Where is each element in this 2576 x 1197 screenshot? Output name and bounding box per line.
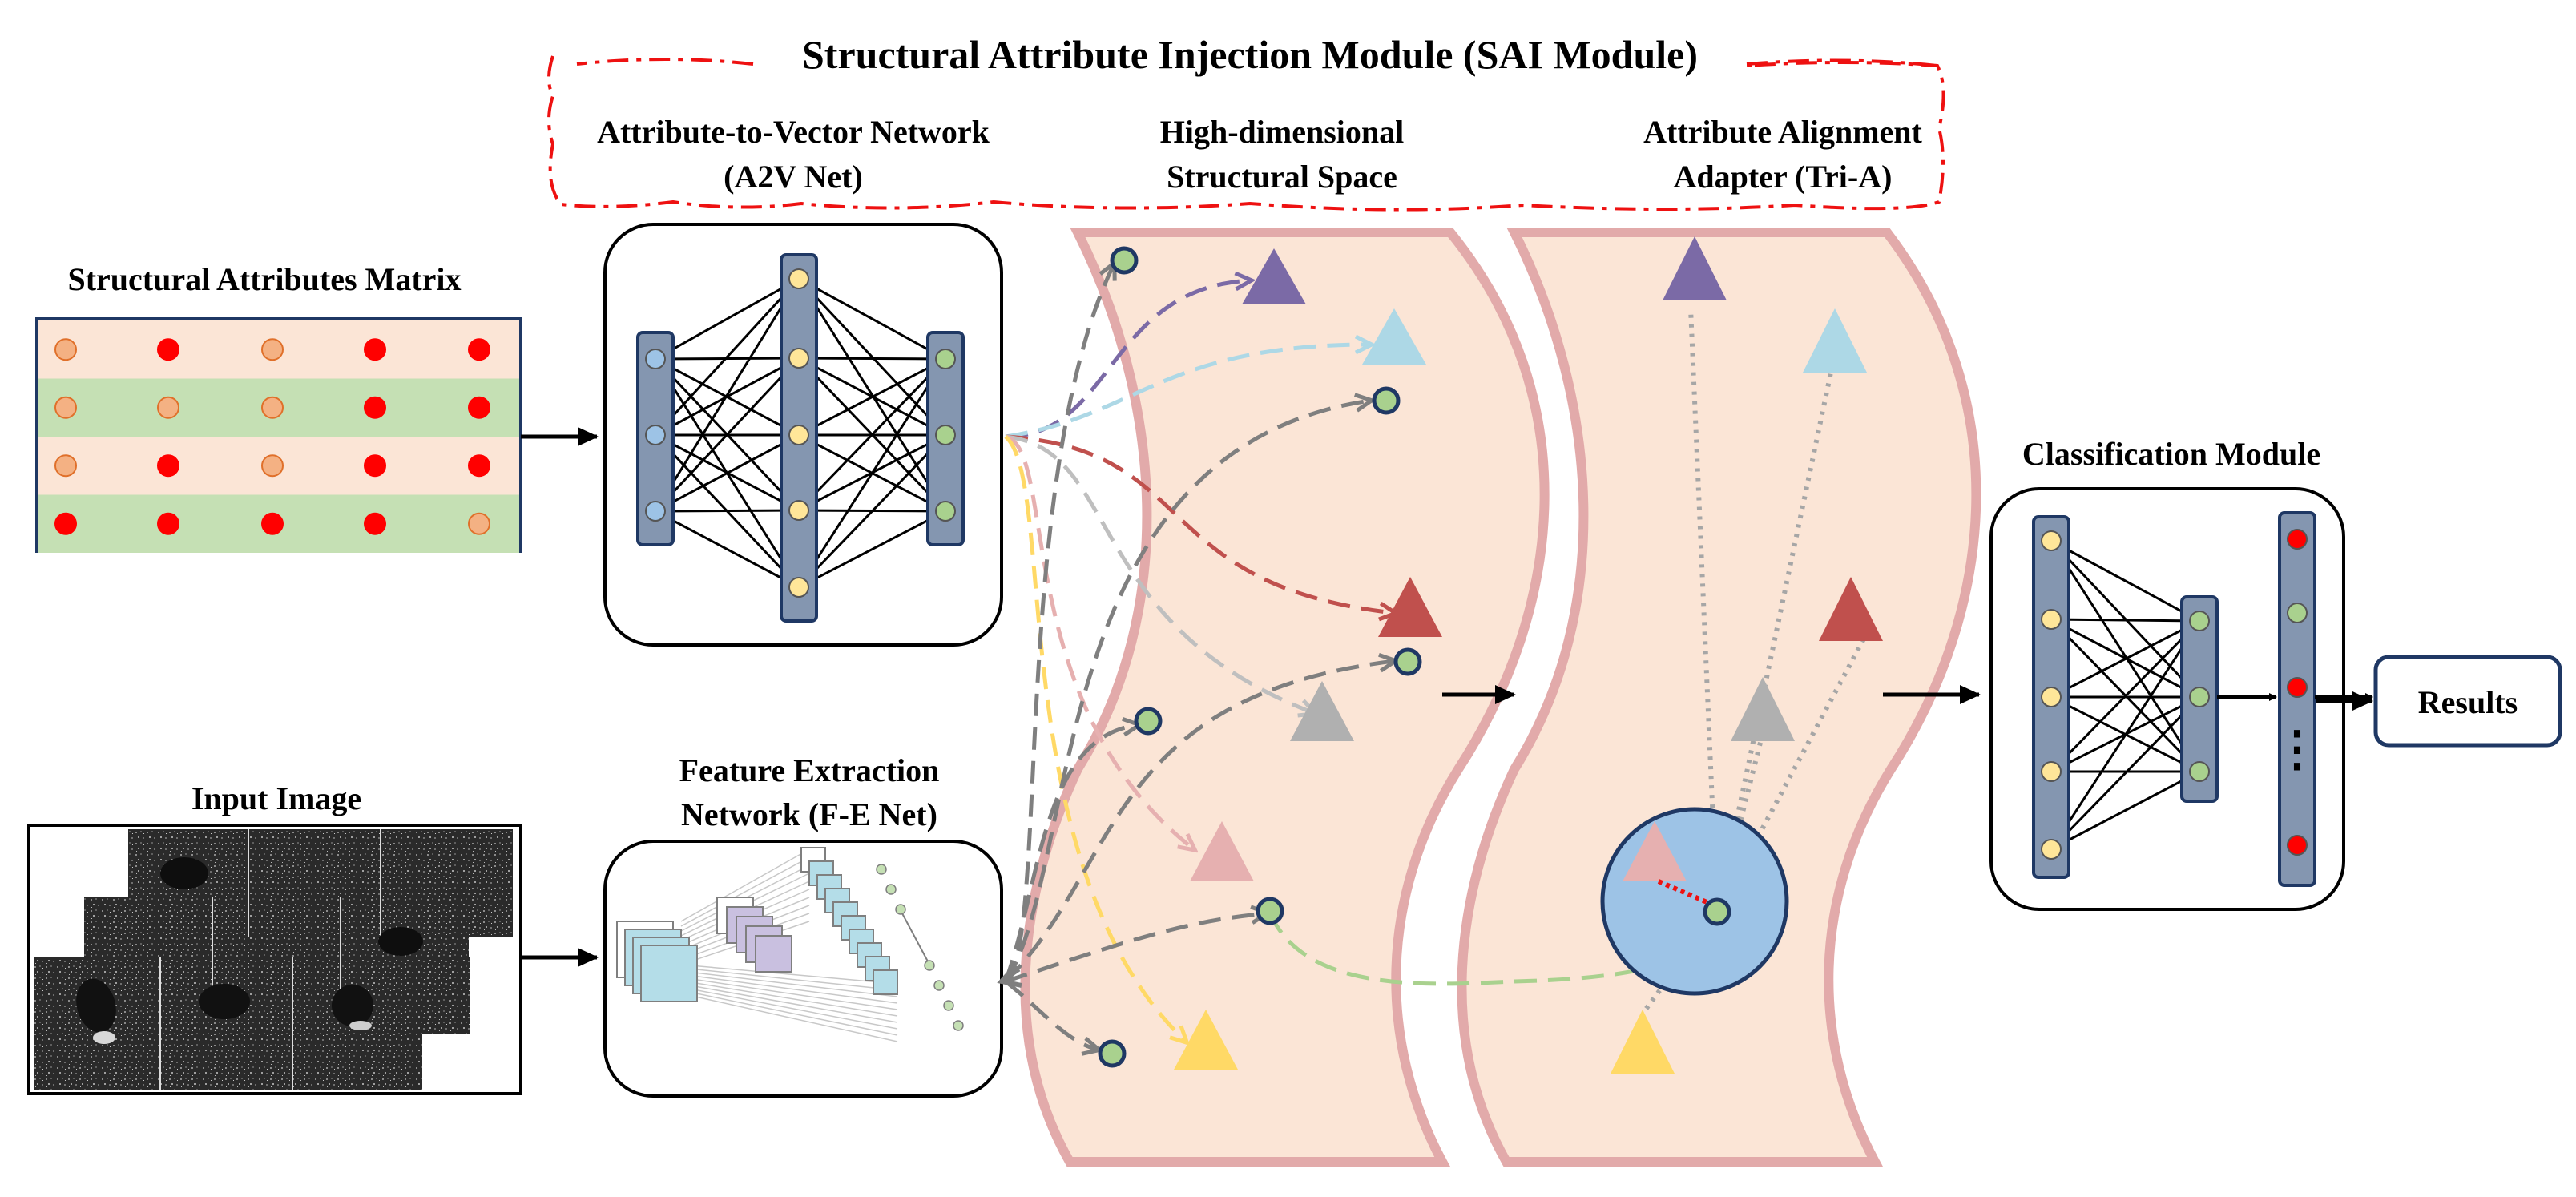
input-image-label: Input Image [191,780,361,816]
fe-title-line2: Network (F-E Net) [681,796,937,832]
fc-node [876,864,887,875]
attribute-mapping-arrows [1000,264,1720,1050]
tria-triangles [1611,236,1883,1074]
fc-node [885,884,897,895]
aligned-feature-node [1703,897,1731,926]
attribute-dot [468,512,490,535]
classification-network [2032,511,2373,887]
neuron [2041,530,2062,551]
tria-title-line1: Attribute Alignment [1643,114,1922,150]
attribute-dot [364,396,386,419]
attribute-dot [54,454,77,478]
results-box [2373,655,2562,748]
a2v-title-line1: Attribute-to-Vector Network [597,114,990,150]
tria-panel [1457,228,1981,1167]
a2v-neural-network [636,253,965,623]
tria-title-line2: Adapter (Tri-A) [1674,159,1893,195]
structural-attributes-matrix [35,317,522,553]
results-label: Results [2418,684,2518,720]
attribute-dot [468,338,490,361]
attribute-dot [54,338,77,361]
input-image-stack [27,824,522,1095]
feature-map [755,935,792,973]
neuron [2189,687,2210,707]
alignment-distance [1657,879,1712,906]
fe-title-line1: Feature Extraction [679,752,940,788]
output-layer-bar [2278,511,2316,887]
attribute-dot [364,454,386,478]
fc-node [943,1000,954,1011]
attribute-dot [157,396,179,419]
space-title-line2: Structural Space [1167,159,1397,195]
fe-arrow-head [997,963,1022,988]
output-neuron [2287,677,2308,698]
neuron [2041,761,2062,782]
neuron [2041,609,2062,630]
neuron [2041,839,2062,860]
neuron [2041,687,2062,707]
fc-node [953,1020,964,1031]
attribute-dot [54,396,77,419]
neuron [935,425,956,445]
output-neuron [2287,529,2308,550]
sai-module-outline [547,55,1945,212]
attribute-dot [261,338,284,361]
attribute-dot [364,512,386,535]
neuron [2189,761,2210,782]
space-feature-nodes [1098,246,1422,1068]
attribute-dot [468,396,490,419]
classification-label: Classification Module [2022,436,2320,472]
neuron [935,501,956,522]
attribute-dot [261,454,284,478]
attribute-dot [468,454,490,478]
feature-map [873,969,898,995]
attribute-dot [54,512,77,535]
fc-node [924,960,935,971]
output-neuron [2287,835,2308,856]
alignment-sphere [1600,807,1789,996]
structural-space-panel [1020,228,1550,1167]
output-ellipsis: ⋮ [2273,723,2321,776]
neuron [645,349,666,369]
sai-module-title: Structural Attribute Injection Module (S… [802,32,1698,77]
fc-node [895,904,906,915]
neuron [645,501,666,522]
neuron [788,500,809,521]
attribute-dot [157,338,179,361]
neuron [788,348,809,369]
attribute-dot [261,396,284,419]
neuron [2189,611,2210,631]
attribute-dot [157,454,179,478]
space-triangles [1174,248,1442,1070]
space-title-line1: High-dimensional [1160,114,1405,150]
attribute-dot [261,512,284,535]
neuron [645,425,666,445]
matrix-label: Structural Attributes Matrix [67,261,461,297]
output-neuron [2287,603,2308,623]
neuron [935,349,956,369]
neuron [788,268,809,289]
attribute-dot [157,512,179,535]
neuron [788,577,809,598]
attribute-dot [364,338,386,361]
neuron [788,425,809,445]
fe-cnn-illustration [616,847,964,1042]
fc-node [933,980,945,991]
a2v-title-line2: (A2V Net) [724,159,863,195]
feature-map [640,945,698,1002]
